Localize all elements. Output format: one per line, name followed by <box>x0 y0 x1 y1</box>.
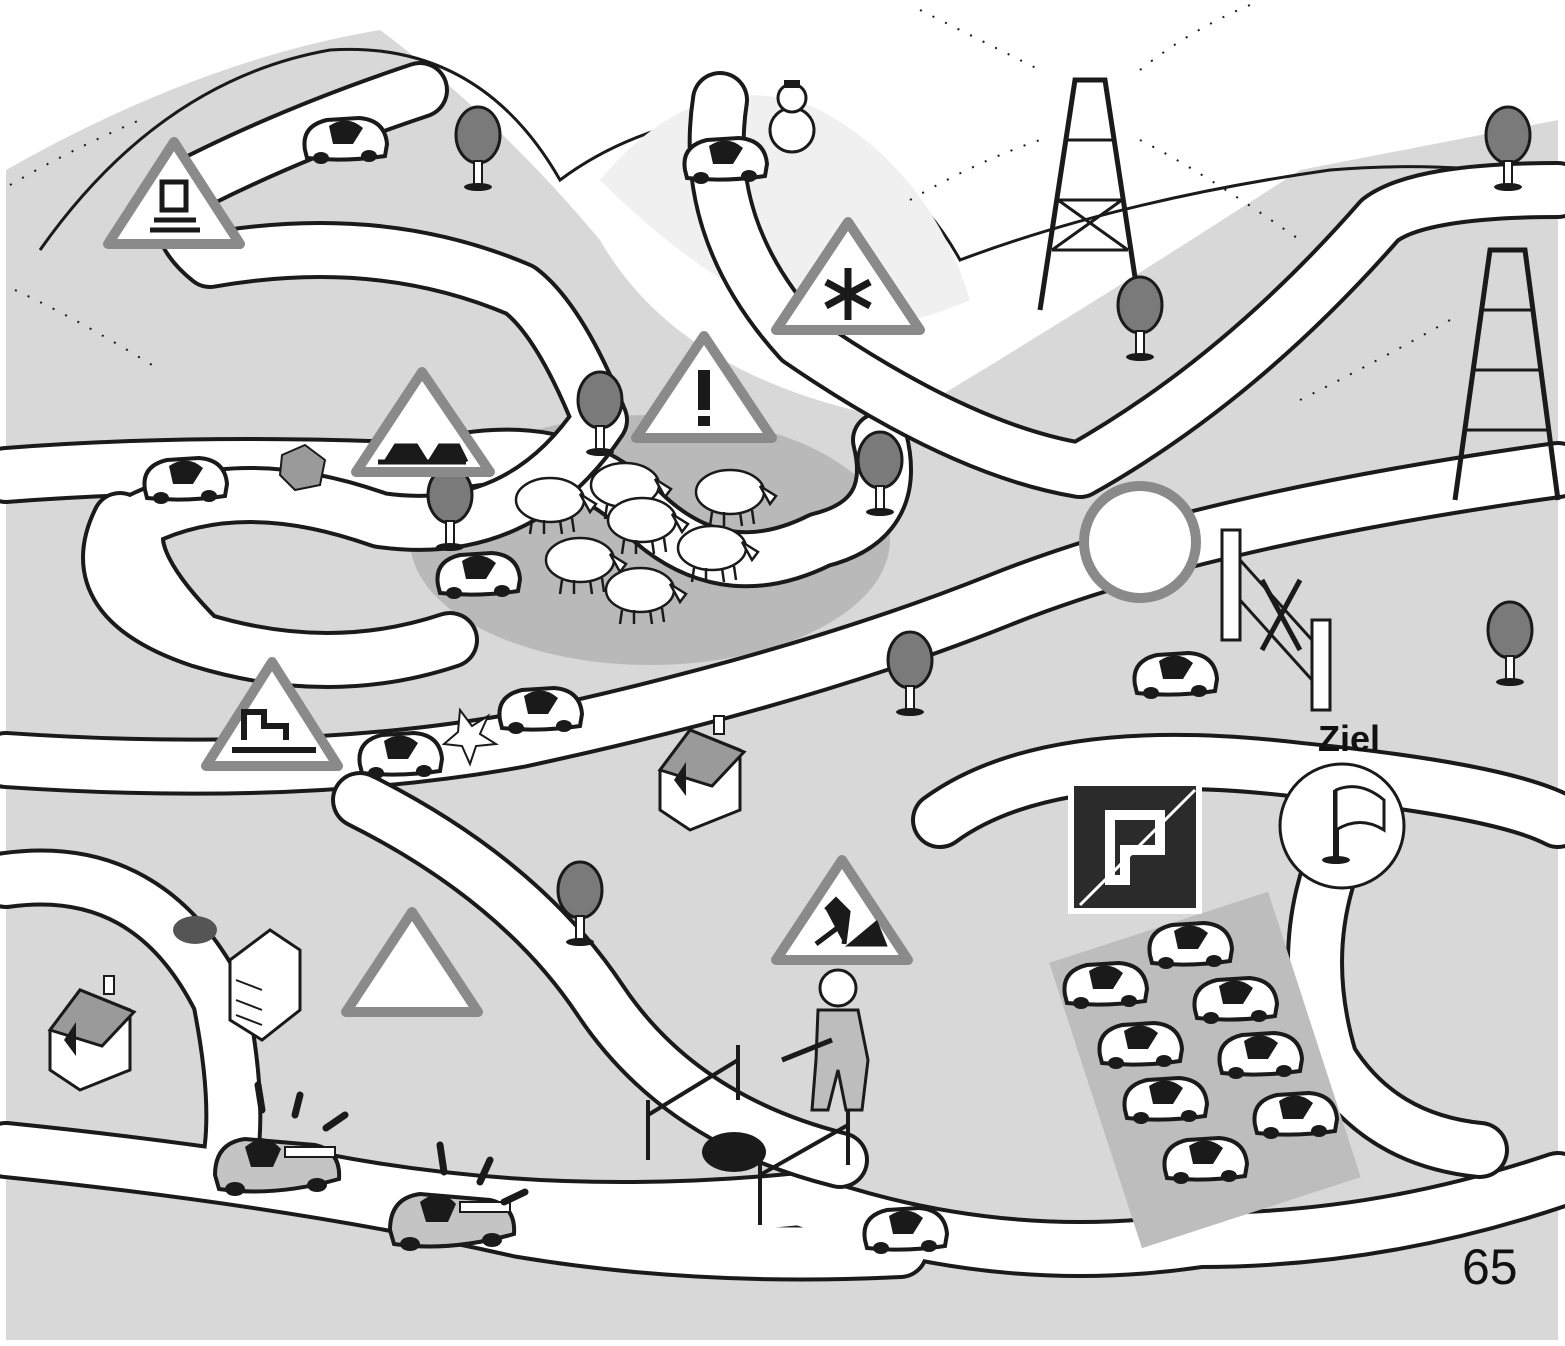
fire-truck <box>213 1137 342 1198</box>
crumbling-road-icon <box>232 709 316 753</box>
siren-lights <box>254 1081 529 1206</box>
electricity-pylon-2 <box>1452 247 1561 501</box>
road-worker <box>781 968 870 1112</box>
railroad-gate <box>1220 528 1332 712</box>
page-number: 65 <box>1462 1239 1518 1295</box>
empty-circle-icon <box>1079 481 1201 603</box>
fire-truck <box>388 1192 517 1253</box>
prohibition-sign-blank <box>1079 481 1201 603</box>
warning-sign-general-danger <box>631 331 777 443</box>
falling-rock <box>278 443 327 492</box>
warning-sign-blank <box>341 907 483 1017</box>
manhole <box>702 1132 766 1172</box>
warning-sign-snow-ice <box>771 217 925 335</box>
car-on-snow <box>682 136 769 186</box>
crash-burst <box>441 707 500 767</box>
car-crash-2 <box>497 686 584 736</box>
electricity-pylon-1 <box>1037 77 1143 311</box>
car-crash-1 <box>357 731 444 781</box>
car-near-sheep <box>435 551 522 601</box>
skidding-car-icon <box>150 179 200 233</box>
car-with-rock <box>142 456 229 506</box>
goal-flag <box>1278 762 1406 890</box>
burning-building <box>173 916 302 1042</box>
car-at-gate <box>1132 651 1219 701</box>
snowflake-icon <box>824 268 872 320</box>
roadworks-barrier <box>646 1045 850 1225</box>
parking-sign <box>1068 780 1202 914</box>
warning-sign-slippery-road <box>103 137 245 249</box>
snowman <box>768 80 816 154</box>
bumps-icon <box>378 443 469 465</box>
empty-triangle-icon <box>341 907 483 1017</box>
flag-icon <box>1334 785 1386 833</box>
worker-icon <box>814 896 888 947</box>
exclamation-icon <box>698 370 710 410</box>
letter-p-icon <box>1105 810 1165 885</box>
warning-sign-falling-rocks <box>201 657 343 771</box>
decorative-dots <box>9 4 1451 401</box>
car-on-lower-road <box>862 1206 949 1256</box>
warning-sign-uneven-road <box>351 367 495 477</box>
goal-label: Ziel <box>1318 718 1381 759</box>
car-on-hill <box>302 116 389 166</box>
warning-sign-roadworks <box>771 855 913 965</box>
